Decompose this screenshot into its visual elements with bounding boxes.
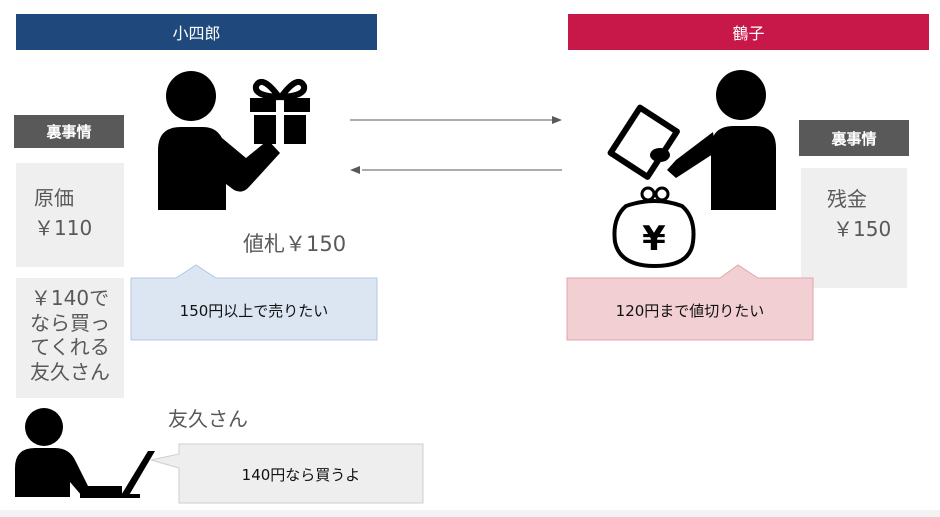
friend-note-line-3: てくれる — [30, 335, 110, 360]
left-speech-text: 150円以上で売りたい — [179, 301, 329, 320]
price-tag-text: 値札￥150 — [243, 232, 347, 256]
right-speech-text: 120円まで値切りたい — [615, 301, 765, 320]
left-secret-tag: 裏事情 — [14, 115, 124, 148]
right-party-name: 鶴子 — [732, 24, 765, 43]
right-secret-label: 残金 — [827, 187, 867, 211]
left-secret-value: ￥110 — [34, 216, 93, 240]
svg-text:¥: ¥ — [642, 219, 666, 259]
left-party-name: 小四郎 — [172, 24, 221, 43]
friend-note-box: ￥140で なら買っ てくれる 友久さん — [16, 278, 124, 398]
friend-speech-text: 140円なら買うよ — [241, 466, 361, 484]
left-secret-label: 原価 — [34, 186, 74, 210]
left-party-header: 小四郎 — [16, 14, 377, 50]
right-secret-value: ￥150 — [833, 217, 892, 241]
left-secret-box: 原価 ￥110 — [16, 163, 124, 267]
right-party-header: 鶴子 — [568, 14, 929, 50]
right-secret-tag: 裏事情 — [799, 120, 909, 156]
bottom-strip — [0, 510, 940, 517]
friend-note-line-2: なら買っ — [30, 310, 110, 335]
right-secret-tag-label: 裏事情 — [831, 129, 877, 148]
friend-name-label: 友久さん — [168, 407, 248, 431]
left-secret-tag-label: 裏事情 — [46, 123, 92, 141]
friend-note-line-1: ￥140で — [30, 286, 110, 310]
right-secret-box: 残金 ￥150 — [801, 168, 907, 288]
friend-note-line-4: 友久さん — [30, 359, 110, 384]
